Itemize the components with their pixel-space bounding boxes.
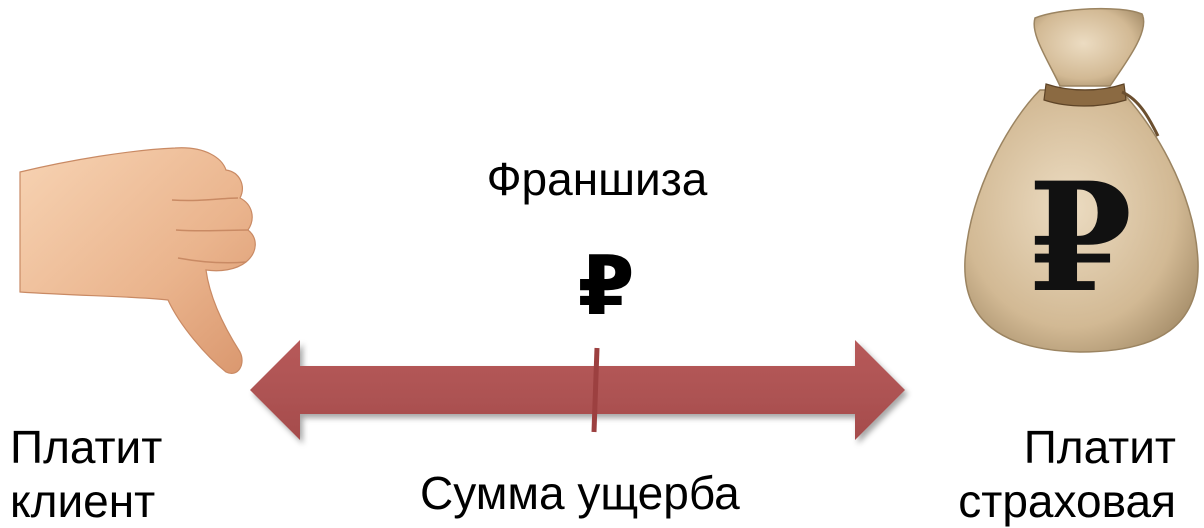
double-arrow xyxy=(250,340,905,440)
svg-text:₽: ₽ xyxy=(1028,150,1132,326)
damage-amount-label: Сумма ущерба xyxy=(420,467,740,519)
client-pays-label: Платит клиент xyxy=(10,420,162,528)
franchise-marker xyxy=(591,347,600,433)
ruble-money-bag-icon: ₽ xyxy=(964,7,1199,353)
insurer-pays-line-1: Платит xyxy=(1023,421,1176,473)
ruble-symbol: ₽ xyxy=(577,241,635,332)
client-pays-line-2: клиент xyxy=(10,475,156,527)
franchise-label: Франшиза xyxy=(486,153,708,205)
thumbs-down-hand-icon xyxy=(19,147,256,374)
insurer-pays-line-2: страховая xyxy=(958,475,1176,527)
client-pays-line-1: Платит xyxy=(10,421,163,473)
insurer-pays-label: Платит страховая xyxy=(958,420,1176,528)
